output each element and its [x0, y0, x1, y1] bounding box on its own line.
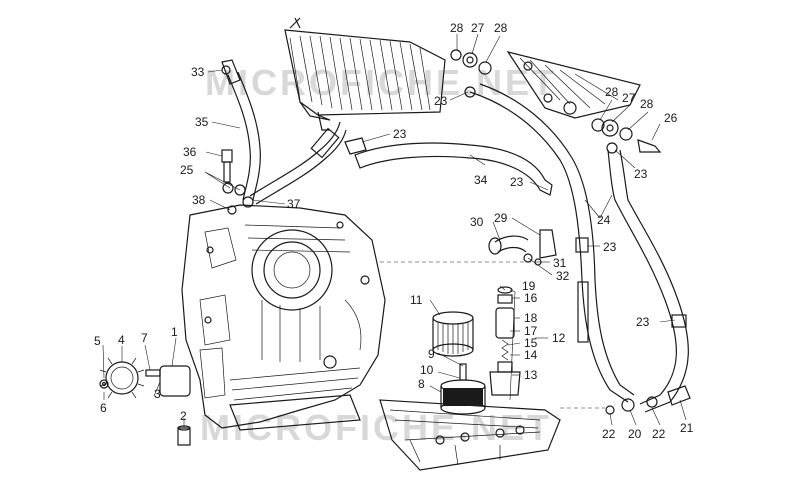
callout-22: 22 [652, 427, 666, 441]
callout-23: 23 [634, 167, 648, 181]
callout-23: 23 [510, 175, 524, 189]
callout-37: 37 [287, 197, 301, 211]
callout-29: 29 [494, 211, 508, 225]
callout-28: 28 [640, 97, 654, 111]
oil-pump-assembly [99, 357, 191, 446]
callout-14: 14 [524, 348, 538, 362]
callout-25: 25 [180, 163, 194, 177]
oil-pipe-34 [344, 137, 553, 196]
leader-lines [102, 33, 687, 428]
callout-5: 5 [94, 334, 101, 348]
callout-27: 27 [471, 21, 485, 35]
callout-30: 30 [470, 215, 484, 229]
callout-33: 33 [191, 65, 205, 79]
callout-10: 10 [420, 363, 434, 377]
callout-23: 23 [603, 240, 617, 254]
oil-line-37 [242, 121, 347, 208]
callout-1: 1 [171, 325, 178, 339]
callout-2: 2 [180, 409, 187, 423]
callout-labels: 28 27 28 33 23 28 27 28 35 26 23 36 25 3… [94, 21, 694, 441]
callout-28: 28 [450, 21, 464, 35]
callout-3: 3 [154, 387, 161, 401]
callout-11: 11 [410, 293, 423, 307]
union-bolt-36 [221, 149, 246, 215]
callout-28: 28 [494, 21, 508, 35]
callout-18: 18 [524, 311, 538, 325]
callout-38: 38 [192, 193, 206, 207]
callout-23: 23 [636, 315, 650, 329]
callout-27: 27 [622, 91, 636, 105]
callout-34: 34 [474, 173, 488, 187]
callout-19: 19 [522, 279, 536, 293]
callout-9: 9 [428, 347, 435, 361]
watermark-bottom: MICROFICHE.NET [200, 407, 552, 448]
callout-28: 28 [605, 85, 619, 99]
oil-cooler [284, 17, 446, 131]
callout-7: 7 [141, 331, 148, 345]
callout-21: 21 [680, 421, 694, 435]
filter-cartridge [440, 363, 486, 415]
engine-crankcase [181, 204, 386, 431]
callout-32: 32 [556, 269, 570, 283]
pressure-relief-valve [489, 286, 521, 396]
oil-filter [432, 311, 474, 357]
callout-17: 17 [524, 324, 538, 338]
callout-22: 22 [602, 427, 616, 441]
callout-36: 36 [183, 145, 197, 159]
watermark-top: MICROFICHE.NET [205, 62, 557, 103]
callout-12: 12 [552, 331, 566, 345]
guide-line-4 [509, 289, 516, 401]
callout-23: 23 [393, 127, 407, 141]
banjo-fittings-top [450, 49, 662, 154]
callout-4: 4 [118, 333, 125, 347]
callout-26: 26 [664, 111, 678, 125]
mounting-bracket [506, 51, 641, 119]
callout-35: 35 [195, 115, 209, 129]
callout-15: 15 [524, 336, 538, 350]
oil-hose-24 [469, 83, 689, 413]
callout-16: 16 [524, 291, 538, 305]
callout-23: 23 [434, 94, 448, 108]
callout-13: 13 [524, 368, 538, 382]
callout-31: 31 [553, 256, 567, 270]
callout-8: 8 [418, 377, 425, 391]
oil-sump [379, 399, 561, 471]
hose-29-30 [488, 229, 557, 266]
callout-24: 24 [597, 213, 611, 227]
callout-6: 6 [100, 401, 107, 415]
callout-20: 20 [628, 427, 642, 441]
